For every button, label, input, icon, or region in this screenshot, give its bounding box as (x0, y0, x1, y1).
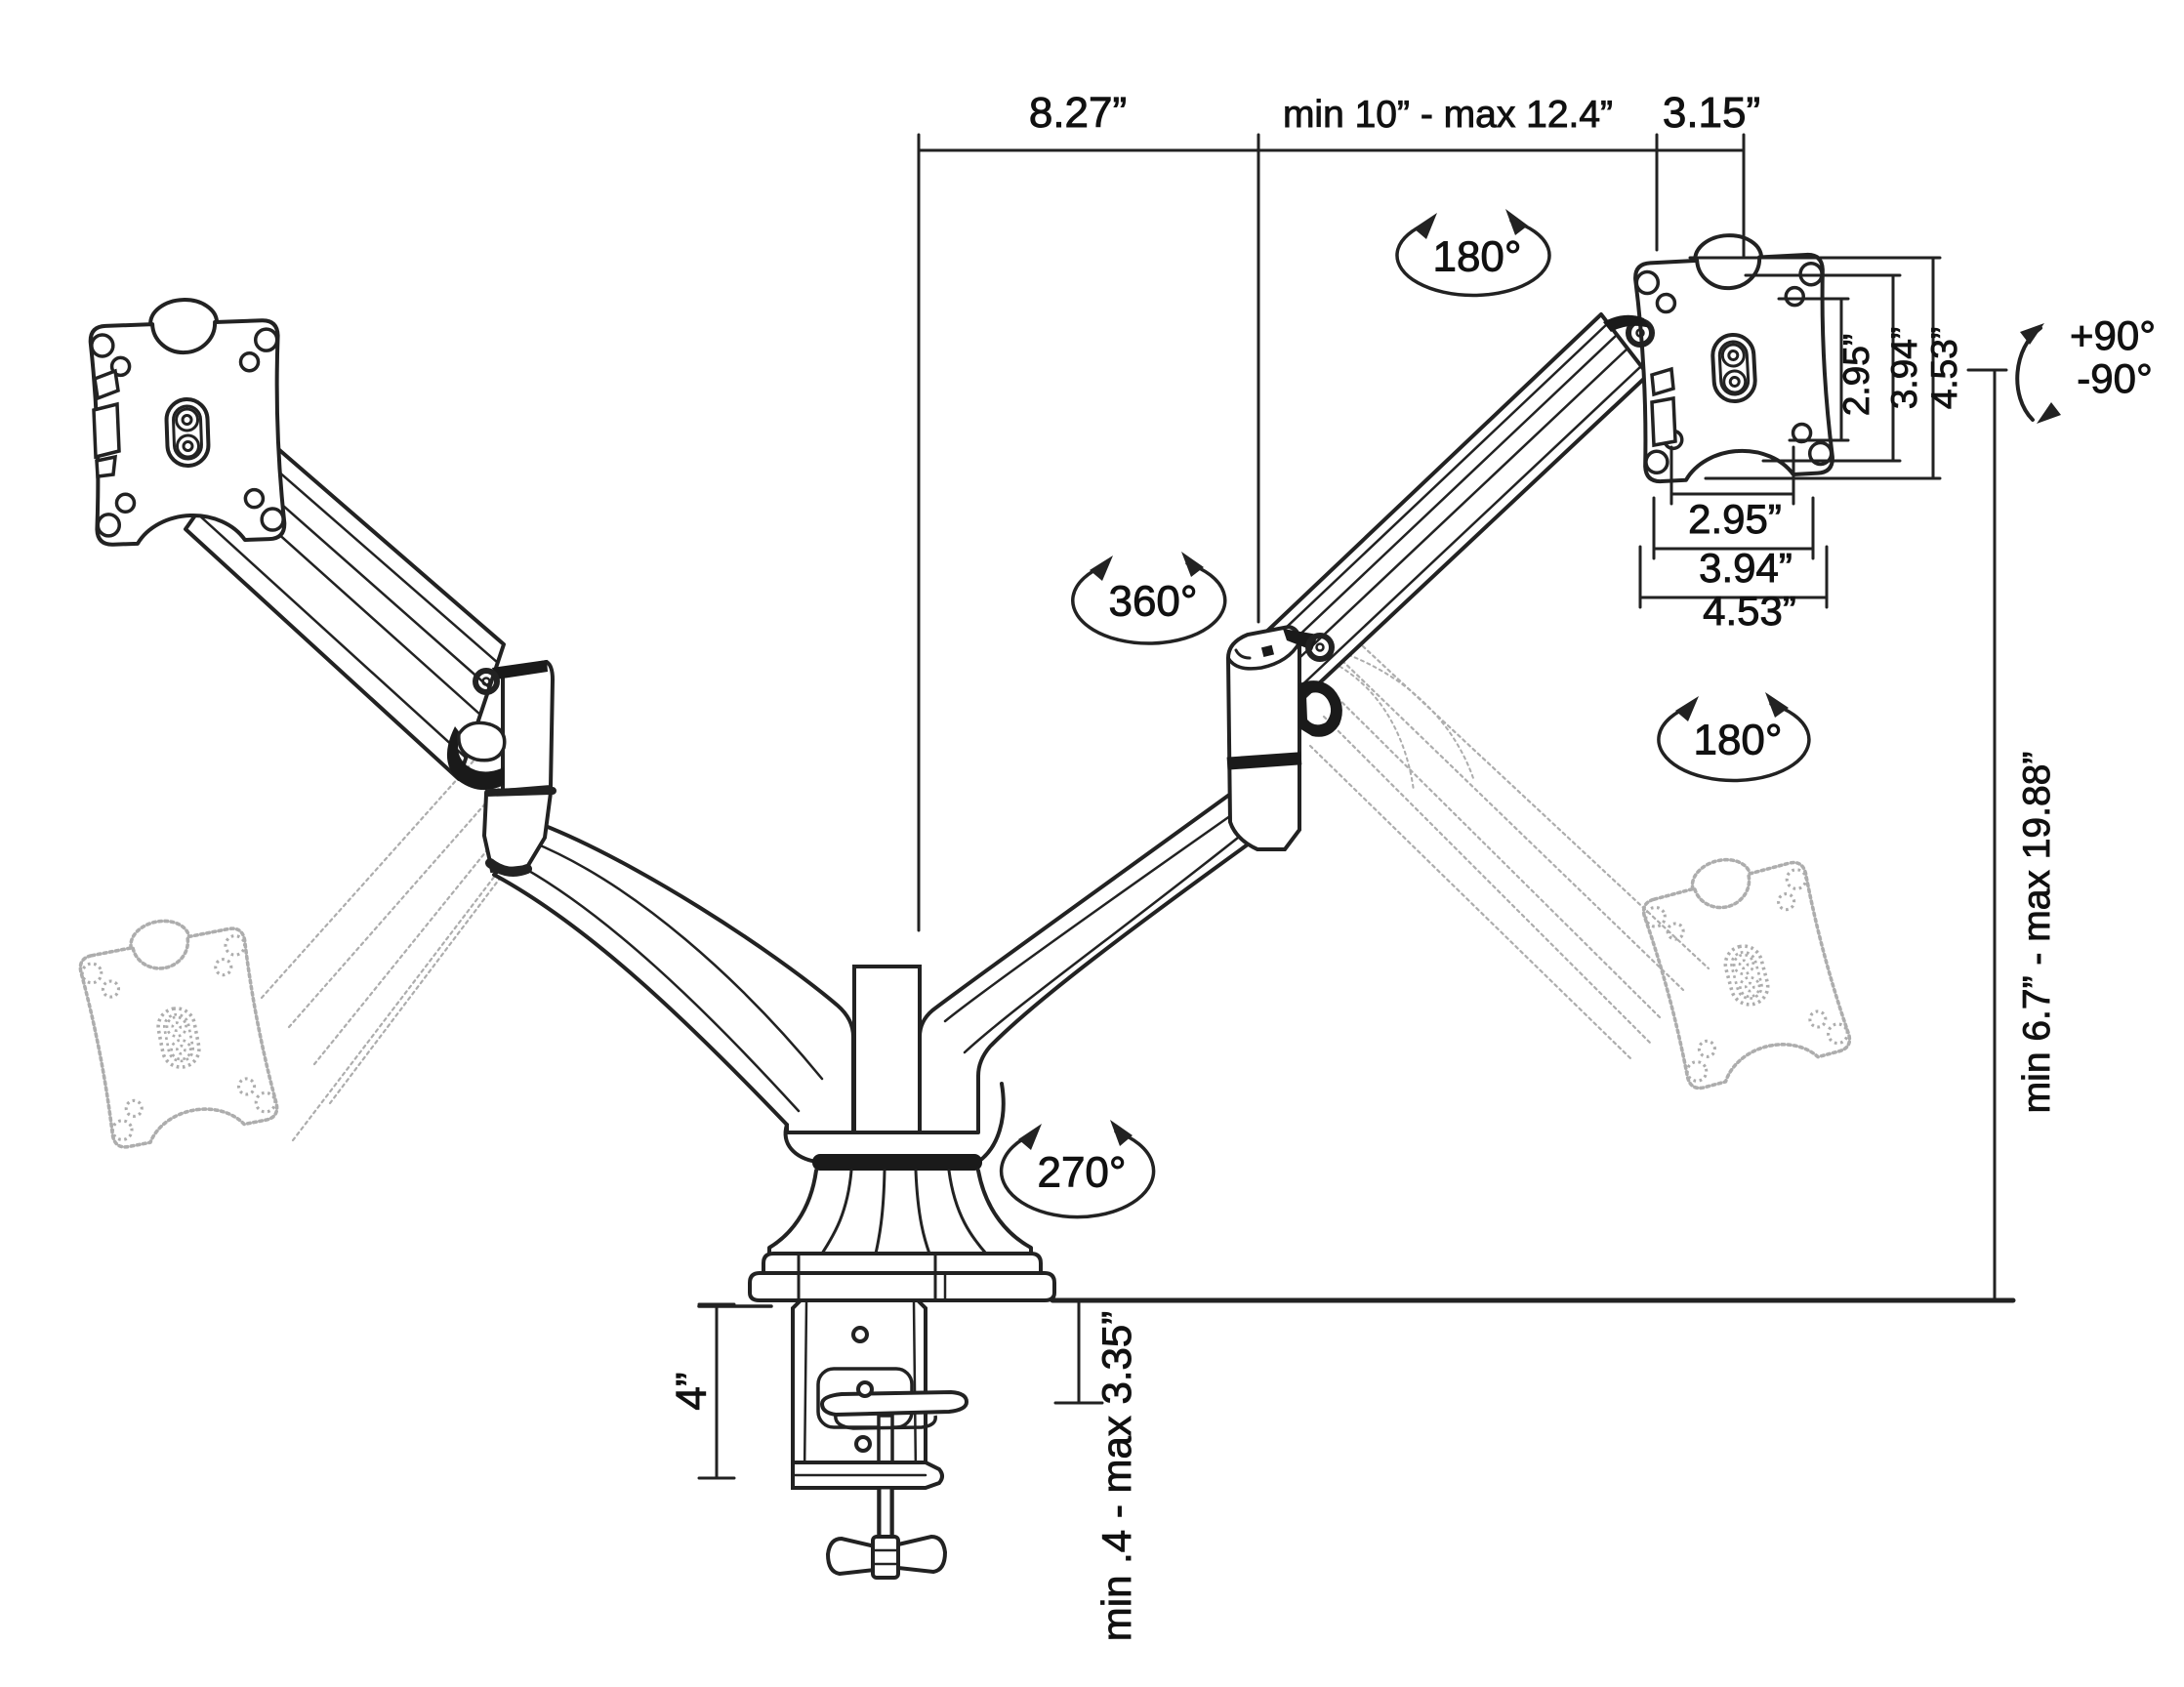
svg-text:3.15”: 3.15” (1663, 89, 1760, 137)
svg-text:-90°: -90° (2077, 355, 2153, 401)
svg-text:2.95”: 2.95” (1688, 496, 1782, 542)
svg-text:4.53”: 4.53” (1703, 588, 1796, 634)
svg-text:min 6.7” - max 19.88”: min 6.7” - max 19.88” (2016, 752, 2058, 1114)
svg-text:min 10” - max 12.4”: min 10” - max 12.4” (1283, 94, 1613, 136)
svg-text:180°: 180° (1693, 716, 1782, 763)
svg-text:180°: 180° (1432, 232, 1521, 280)
svg-text:min .4 - max 3.35”: min .4 - max 3.35” (1093, 1311, 1139, 1641)
svg-text:4”: 4” (668, 1372, 716, 1410)
svg-text:8.27”: 8.27” (1029, 89, 1127, 137)
svg-text:+90°: +90° (2070, 312, 2156, 358)
svg-text:2.95”: 2.95” (1836, 334, 1876, 416)
svg-text:4.53”: 4.53” (1924, 327, 1964, 409)
svg-text:360°: 360° (1108, 577, 1197, 625)
svg-text:3.94”: 3.94” (1699, 545, 1793, 591)
svg-text:3.94”: 3.94” (1884, 327, 1924, 409)
svg-text:270°: 270° (1037, 1148, 1126, 1196)
